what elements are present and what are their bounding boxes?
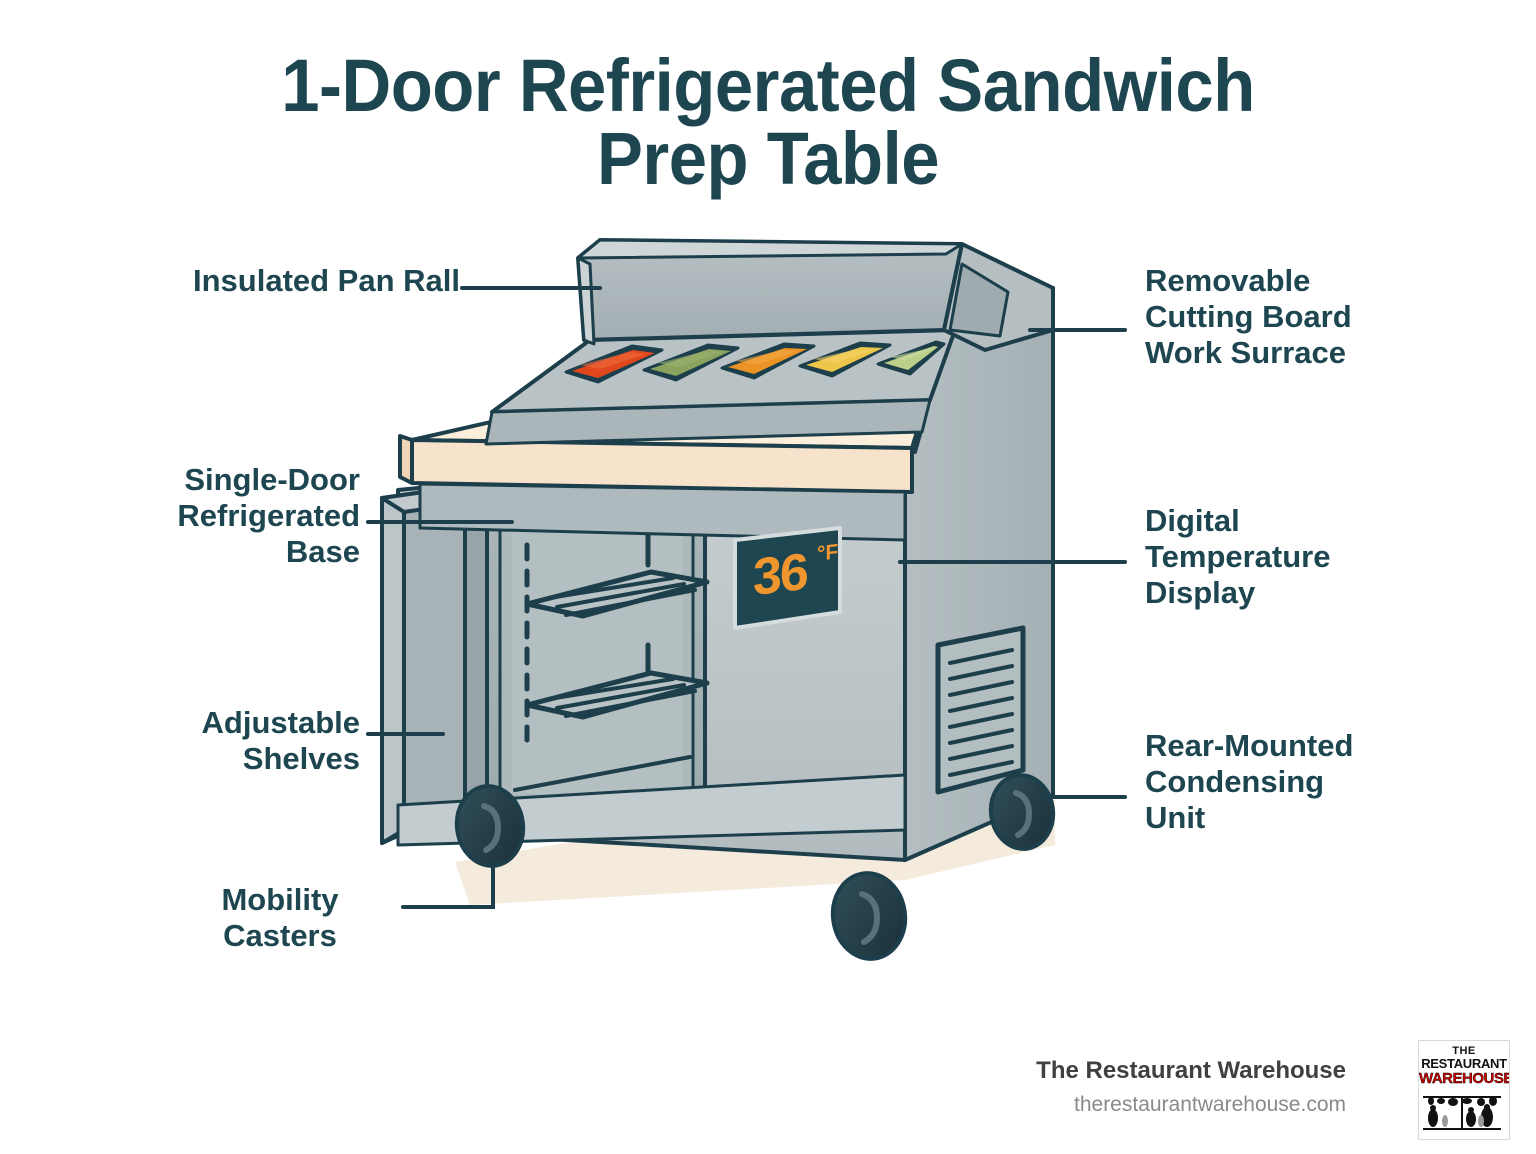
casters: [454, 773, 1056, 961]
leader-mobility-casters: [401, 860, 495, 909]
pan-2: [642, 343, 740, 382]
callout-single-door-refrigerated-base: Single-Door Refrigerated Base: [177, 462, 360, 569]
door-inner-face: [463, 484, 489, 814]
logo-line-warehouse: WAREHOUSE: [1419, 1069, 1510, 1087]
pan-3: [720, 342, 816, 380]
temperature-value: 36: [753, 542, 807, 607]
callout-mobility-casters: Mobility Casters: [221, 882, 339, 953]
restaurant-warehouse-logo: THE RESTAURANT WAREHOUSE: [1418, 1040, 1510, 1140]
logo-kitchen-scene-icon: [1421, 1090, 1503, 1133]
logo-line-restaurant: RESTAURANT: [1421, 1056, 1507, 1071]
footer-brand-name: The Restaurant Warehouse: [1036, 1057, 1346, 1084]
callout-rear-mounted-condensing-unit: Rear-Mounted Condensing Unit: [1145, 728, 1354, 835]
adjustable-shelf-lower: [524, 670, 710, 720]
footer-website-url: therestaurantwarehouse.com: [1074, 1093, 1346, 1116]
pan-5: [876, 340, 946, 376]
cabinet-shoulder: [418, 482, 907, 542]
temperature-unit: °F: [817, 540, 839, 566]
rear-splash-bracket-inner: [948, 262, 1010, 338]
pan-1: [564, 344, 664, 384]
callout-digital-temperature-display: Digital Temperature Display: [1145, 503, 1331, 610]
food-pans: [564, 340, 946, 384]
callout-insulated-pan-rail: Insulated Pan Rall: [192, 263, 460, 298]
digital-temperature-readout: 36 °F: [735, 515, 845, 628]
leader-lines: [366, 286, 1127, 909]
adjustable-shelf-upper: [524, 569, 710, 619]
pan-rail-body: [490, 328, 957, 414]
callout-adjustable-shelves: Adjustable Shelves: [201, 705, 360, 776]
callout-removable-cutting-board: Removable Cutting Board Work Surrace: [1145, 263, 1352, 370]
page-title: 1-Door Refrigerated Sandwich Prep Table: [281, 44, 1255, 200]
interior-floor-edge: [513, 755, 692, 792]
digital-temperature-display-panel: [733, 526, 842, 630]
caster-rear-right: [988, 773, 1056, 851]
insulated-pan-rail-lid-top: [576, 238, 964, 260]
condensing-unit-grille: [935, 625, 1026, 795]
insulated-pan-rail-lid-edge: [576, 256, 596, 346]
pan-4: [798, 341, 892, 378]
cutting-board-left-edge: [398, 434, 414, 485]
caster-front-right: [830, 871, 908, 961]
door-left-edge: [380, 496, 406, 845]
pan-rail-front-lip: [484, 398, 932, 446]
caster-front-left: [454, 784, 526, 868]
logo-line-the: THE: [1452, 1045, 1476, 1057]
